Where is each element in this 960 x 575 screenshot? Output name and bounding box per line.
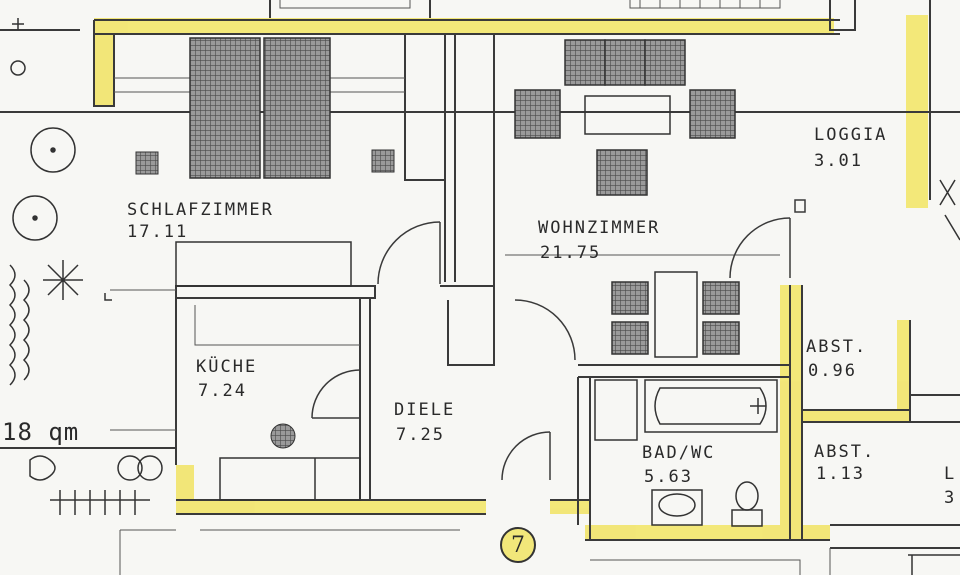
room-name-abst-2: ABST.: [814, 442, 876, 462]
nightstands: [135, 149, 395, 175]
sofa-set: [514, 39, 736, 196]
room-name-schlafzimmer: SCHLAFZIMMER: [127, 200, 274, 220]
room-name-abst-1: ABST.: [806, 337, 868, 357]
sink-icon: [651, 489, 703, 526]
room-area-abst-1: 0.96: [808, 361, 857, 381]
double-bed: [189, 37, 331, 179]
door-swings: [311, 199, 806, 481]
partial-room-area: 3: [944, 488, 957, 508]
room-area-loggia: 3.01: [814, 151, 863, 171]
outdoor-furniture: [8, 18, 960, 575]
room-name-loggia: LOGGIA: [814, 125, 888, 145]
bathtub: [644, 379, 778, 433]
room-area-kueche: 7.24: [198, 381, 247, 401]
unit-number-badge: 7: [500, 527, 536, 563]
partial-room-name: L: [944, 464, 957, 484]
toilet-icon: [731, 481, 763, 527]
kitchen-counter: [219, 457, 361, 501]
room-area-diele: 7.25: [396, 425, 445, 445]
room-name-kueche: KÜCHE: [196, 357, 258, 377]
room-name-wohnzimmer: WOHNZIMMER: [538, 218, 661, 238]
room-area-abst-2: 1.13: [816, 464, 865, 484]
room-area-badwc: 5.63: [644, 467, 693, 487]
bath-cabinet: [594, 379, 638, 441]
room-name-diele: DIELE: [394, 400, 456, 420]
room-area-wohnzimmer: 21.75: [540, 243, 602, 263]
area-label-qm: 18 qm: [2, 418, 80, 446]
room-area-schlafzimmer: 17.11: [127, 222, 189, 242]
unit-number: 7: [511, 532, 525, 558]
thin-lines: [110, 77, 831, 575]
room-name-badwc: BAD/WC: [642, 443, 716, 463]
stove-icon: [270, 423, 296, 449]
stairs-icon: [279, 0, 801, 575]
dining-table: [611, 271, 740, 358]
wardrobe: [175, 241, 352, 287]
